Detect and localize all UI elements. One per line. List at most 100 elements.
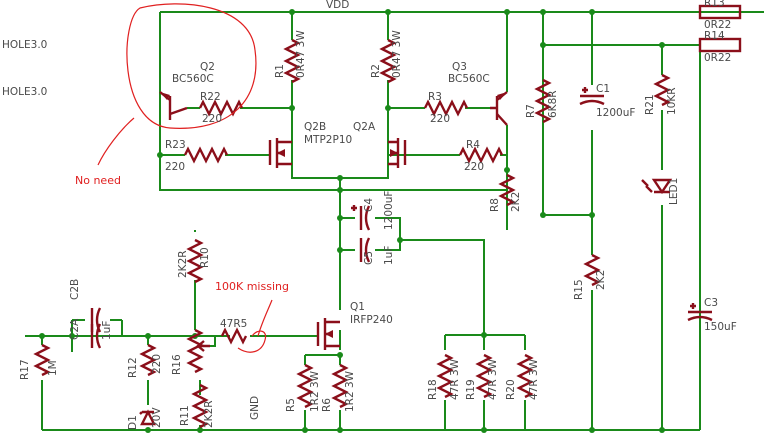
r18-value: 47R 3W bbox=[449, 358, 461, 400]
r2-value: 0R47 3W bbox=[391, 30, 403, 78]
r11-value: 2K2R bbox=[203, 400, 215, 428]
r6-resistor bbox=[331, 363, 349, 409]
r7-name: R7 bbox=[525, 104, 537, 118]
r4-resistor bbox=[458, 146, 504, 164]
r20-name: R20 bbox=[505, 379, 517, 400]
r23-name: R23 bbox=[165, 139, 186, 151]
c2a-capacitor bbox=[90, 323, 102, 349]
r18-name: R18 bbox=[427, 379, 439, 400]
r-47r5-resistor bbox=[220, 327, 248, 345]
q2-name: Q2 bbox=[200, 61, 215, 73]
q2-transistor bbox=[159, 91, 188, 120]
r21-name: R21 bbox=[644, 94, 656, 115]
c5-name: C5 bbox=[363, 251, 375, 265]
r20-resistor bbox=[516, 353, 534, 399]
r12-resistor bbox=[139, 343, 157, 377]
hole-marker-1: HOLE3.0 bbox=[2, 39, 47, 51]
c4-value: 1200uF bbox=[383, 191, 395, 230]
c2a-name: C2A bbox=[69, 318, 81, 340]
q2a-name: Q2A bbox=[353, 121, 376, 133]
annotation-marks bbox=[97, 3, 273, 353]
r10-value: 2K2R bbox=[177, 250, 189, 278]
q1-value: IRFP240 bbox=[350, 314, 393, 326]
r3-resistor bbox=[423, 99, 469, 117]
q2a-mosfet bbox=[388, 138, 407, 168]
led1-name: LED1 bbox=[668, 178, 680, 205]
d1-zener-diode bbox=[139, 409, 156, 426]
r5-value: 1R2 3W bbox=[309, 370, 321, 412]
r14-resistor bbox=[698, 37, 742, 53]
r14-value: 0R22 bbox=[704, 52, 731, 64]
r4-name: R4 bbox=[466, 139, 480, 151]
d1-value: 20V bbox=[151, 407, 163, 428]
missing-resistor-note: 100K missing bbox=[215, 280, 289, 293]
r23-resistor bbox=[183, 146, 229, 164]
no-need-note: No need bbox=[75, 174, 121, 187]
labels: VDD GND HOLE3.0 HOLE3.0 Q2 BC560C R22 22… bbox=[2, 0, 737, 430]
q3-value: BC560C bbox=[448, 73, 490, 85]
r21-resistor bbox=[653, 73, 671, 107]
r22-name: R22 bbox=[200, 91, 221, 103]
q2b-name: Q2B bbox=[304, 121, 326, 133]
r19-name: R19 bbox=[465, 379, 477, 400]
r11-resistor bbox=[191, 383, 209, 429]
r15-value: 2K2 bbox=[595, 270, 607, 290]
vdd-label: VDD bbox=[326, 0, 349, 11]
r13-name: R13 bbox=[704, 0, 725, 9]
hole-marker-2: HOLE3.0 bbox=[2, 86, 47, 98]
d1-name: D1 bbox=[127, 415, 139, 430]
c3-name: C3 bbox=[704, 297, 718, 309]
r5-name: R5 bbox=[285, 398, 297, 412]
r12-value: 220 bbox=[151, 354, 163, 374]
r3-name: R3 bbox=[428, 91, 442, 103]
r-47r5-name: 47R5 bbox=[220, 318, 247, 330]
r8-name: R8 bbox=[489, 198, 501, 212]
r20-value: 47R 3W bbox=[528, 358, 540, 400]
r17-resistor bbox=[33, 343, 51, 377]
r19-value: 47R 3W bbox=[487, 358, 499, 400]
r7-value: 6K8R bbox=[547, 90, 559, 118]
r2-name: R2 bbox=[370, 64, 382, 78]
c3-capacitor bbox=[687, 303, 713, 322]
led1-led bbox=[641, 178, 673, 195]
r3-value: 220 bbox=[430, 113, 450, 125]
c3-value: 150uF bbox=[704, 321, 737, 333]
r4-value: 220 bbox=[464, 161, 484, 173]
r15-resistor bbox=[583, 253, 601, 287]
r23-value: 220 bbox=[165, 161, 185, 173]
q3-transistor bbox=[490, 91, 508, 126]
r13-resistor bbox=[698, 4, 742, 20]
r8-value: 2K2 bbox=[510, 192, 522, 212]
r8-resistor bbox=[498, 173, 516, 207]
r1-value: 0R47 3W bbox=[295, 30, 307, 78]
r17-name: R17 bbox=[19, 359, 31, 380]
q2b-mosfet bbox=[268, 138, 292, 168]
c1-value: 1200uF bbox=[596, 107, 635, 119]
r13-value: 0R22 bbox=[704, 19, 731, 31]
c1-capacitor bbox=[579, 87, 605, 106]
r2-resistor bbox=[379, 38, 397, 84]
r11-name: R11 bbox=[179, 405, 191, 426]
c4-capacitor bbox=[351, 205, 371, 231]
r18-resistor bbox=[436, 353, 454, 399]
r7-resistor bbox=[534, 78, 552, 124]
r19-resistor bbox=[475, 353, 493, 399]
r16-potentiometer bbox=[186, 328, 210, 374]
r22-value: 220 bbox=[202, 113, 222, 125]
c2b-name: C2B bbox=[69, 279, 81, 300]
r1-resistor bbox=[283, 38, 301, 84]
r22-resistor bbox=[198, 99, 244, 117]
c5-value: 1uF bbox=[383, 246, 395, 265]
q1-name: Q1 bbox=[350, 301, 365, 313]
r10-name: R10 bbox=[199, 247, 211, 268]
r17-value: 1M bbox=[47, 360, 59, 376]
gnd-label: GND bbox=[249, 396, 261, 420]
r16-name: R16 bbox=[171, 354, 183, 375]
c4-name: C4 bbox=[363, 198, 375, 212]
r5-resistor bbox=[296, 363, 314, 409]
r6-name: R6 bbox=[321, 398, 333, 412]
q2-value: BC560C bbox=[172, 73, 214, 85]
r6-value: 1R2 3W bbox=[344, 370, 356, 412]
